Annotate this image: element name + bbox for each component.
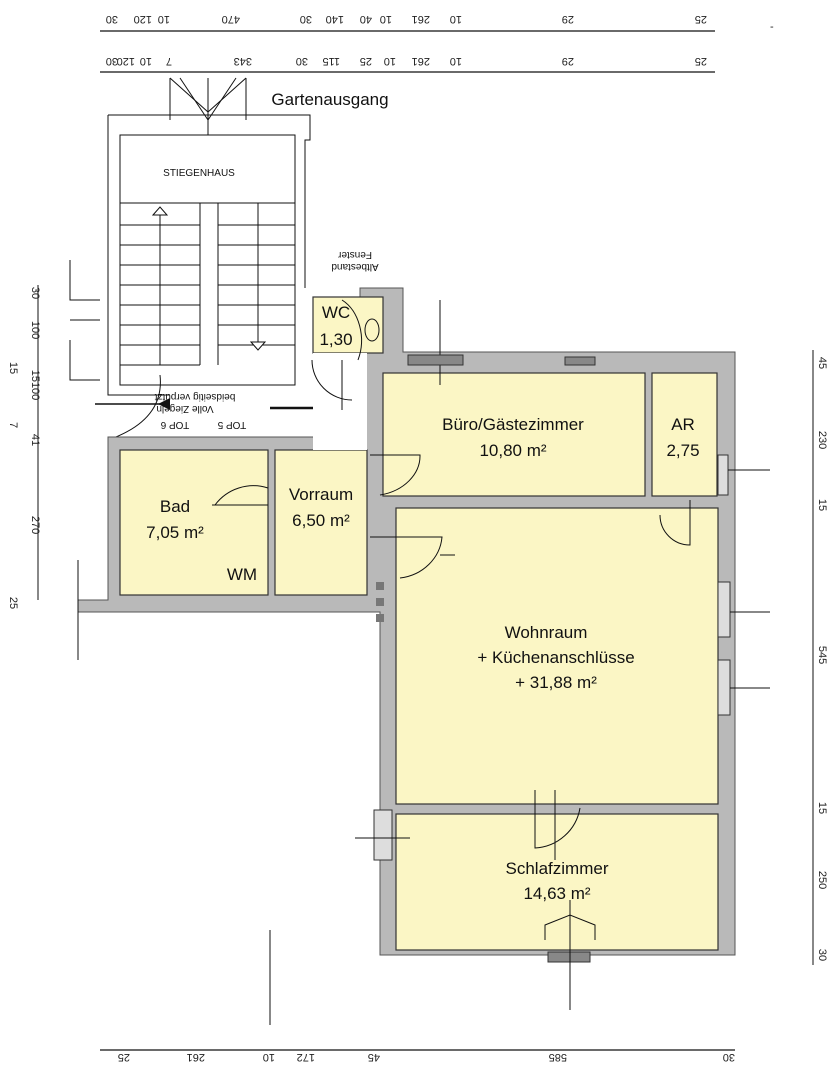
wall-note-line1: Volle Ziegeln [156, 403, 213, 414]
dim-right-2: 15 [816, 499, 828, 511]
dim-top2-2: 10 [450, 55, 462, 67]
dim-top1-3: 261 [412, 13, 430, 25]
dim-top2-6: 115 [322, 55, 340, 67]
dim-bottom-6: 30 [723, 1051, 735, 1063]
dim-right-4: 15 [816, 802, 828, 814]
room-bath-area: 7,05 m² [146, 523, 204, 542]
room-living [395, 507, 719, 805]
dim-bottom-1: 261 [187, 1051, 205, 1063]
dim-top1-4: 10 [380, 13, 392, 25]
stairwell-label: STIEGENHAUS [163, 168, 235, 179]
dim-top1-6: 140 [326, 13, 344, 25]
dim-right-0: 45 [816, 357, 828, 369]
room-wc [312, 296, 384, 354]
room-hall [274, 449, 368, 596]
dim-left-1: 100 [29, 321, 41, 339]
top-dimension-line-1: 25 29 10 261 10 40 140 30 470 10 120 30 [100, 13, 715, 32]
corridor [313, 353, 367, 450]
dim-left-6: 270 [29, 516, 41, 534]
dim-top1-8: 470 [222, 13, 240, 25]
dim-top1-11: 30 [106, 13, 118, 25]
corner-mark: - [770, 21, 774, 33]
room-hall-name: Vorraum [289, 485, 353, 504]
dim-top2-5: 25 [360, 55, 372, 67]
section-marks [77, 560, 271, 1025]
dim-bottom-5: 585 [549, 1051, 567, 1063]
room-wc-name: WC [322, 303, 350, 322]
bottom-dimension-line: 25 261 10 172 45 585 30 [100, 1049, 735, 1063]
room-office-name: Büro/Gästezimmer [442, 415, 584, 434]
top6-label: TOP 6 [160, 419, 189, 430]
dim-right-5: 250 [816, 871, 828, 889]
doors [212, 299, 770, 1010]
dim-top2-0: 25 [695, 55, 707, 67]
dim-top2-9: 7 [166, 55, 172, 67]
dim-top2-7: 30 [296, 55, 308, 67]
room-bath [119, 449, 269, 596]
dim-top1-9: 10 [158, 13, 170, 25]
dim-top2-4: 10 [384, 55, 396, 67]
room-living-area: + 31,88 m² [515, 673, 597, 692]
dim-left-7: 25 [7, 597, 19, 609]
room-hall-area: 6,50 m² [292, 511, 350, 530]
apartment-division-notes: TOP 5 TOP 6 Volle Ziegeln beidseitig ver… [154, 391, 246, 430]
dim-right-3: 545 [816, 646, 828, 664]
dim-top2-11: 120 [117, 55, 135, 67]
dim-left-5: 41 [29, 434, 41, 446]
room-bedroom-area: 14,63 m² [523, 884, 590, 903]
garden-exit-door [169, 77, 247, 140]
dim-bottom-2: 10 [263, 1051, 275, 1063]
dim-right-1: 230 [816, 431, 828, 449]
room-bedroom [395, 813, 719, 951]
dim-left-0: 30 [29, 287, 41, 299]
room-wc-area: 1,30 [319, 330, 352, 349]
room-bath-washing-machine: WM [227, 565, 257, 584]
top-dimension-line-2: 25 29 10 261 10 25 115 30 343 7 10 120 3… [100, 55, 715, 73]
dim-bottom-3: 172 [297, 1051, 315, 1063]
room-bedroom-name: Schlafzimmer [506, 859, 609, 878]
dim-top2-12: 30 [106, 55, 118, 67]
window-note-line2: Fenster [337, 249, 372, 260]
room-office [382, 372, 646, 497]
room-storage-name: AR [671, 415, 695, 434]
room-storage [651, 372, 718, 497]
dim-right-6: 30 [816, 949, 828, 961]
dim-top1-2: 10 [450, 13, 462, 25]
wall-note-line2: beidseitig verputzt [154, 391, 235, 402]
dim-top1-0: 25 [695, 13, 707, 25]
room-office-area: 10,80 m² [479, 441, 546, 460]
stairwell [69, 114, 311, 396]
room-storage-area: 2,75 [666, 441, 699, 460]
room-bath-name: Bad [160, 497, 190, 516]
dim-left-4: 7 [7, 422, 19, 428]
garden-exit-label: Gartenausgang [271, 90, 388, 109]
window-note: Altbestand Fenster [331, 249, 378, 272]
dim-top1-1: 29 [562, 13, 574, 25]
top5-label: TOP 5 [217, 419, 246, 430]
dim-top2-1: 29 [562, 55, 574, 67]
dim-left-3: 15100 [29, 370, 41, 401]
room-living-kitchen: + Küchenanschlüsse [477, 648, 634, 667]
dim-bottom-0: 25 [118, 1051, 130, 1063]
left-dimension-line: 30 100 15 15100 7 41 270 25 [7, 285, 41, 609]
dim-bottom-4: 45 [368, 1051, 380, 1063]
dim-top1-5: 40 [360, 13, 372, 25]
right-dimension-line: 45 230 15 545 15 250 30 [812, 350, 828, 965]
room-living-name: Wohnraum [505, 623, 588, 642]
dim-top2-3: 261 [412, 55, 430, 67]
dim-left-2: 15 [7, 362, 19, 374]
dim-top1-7: 30 [300, 13, 312, 25]
dim-top1-10: 120 [134, 13, 152, 25]
window-note-line1: Altbestand [331, 261, 378, 272]
dim-top2-10: 10 [140, 55, 152, 67]
dim-top2-8: 343 [234, 55, 252, 67]
